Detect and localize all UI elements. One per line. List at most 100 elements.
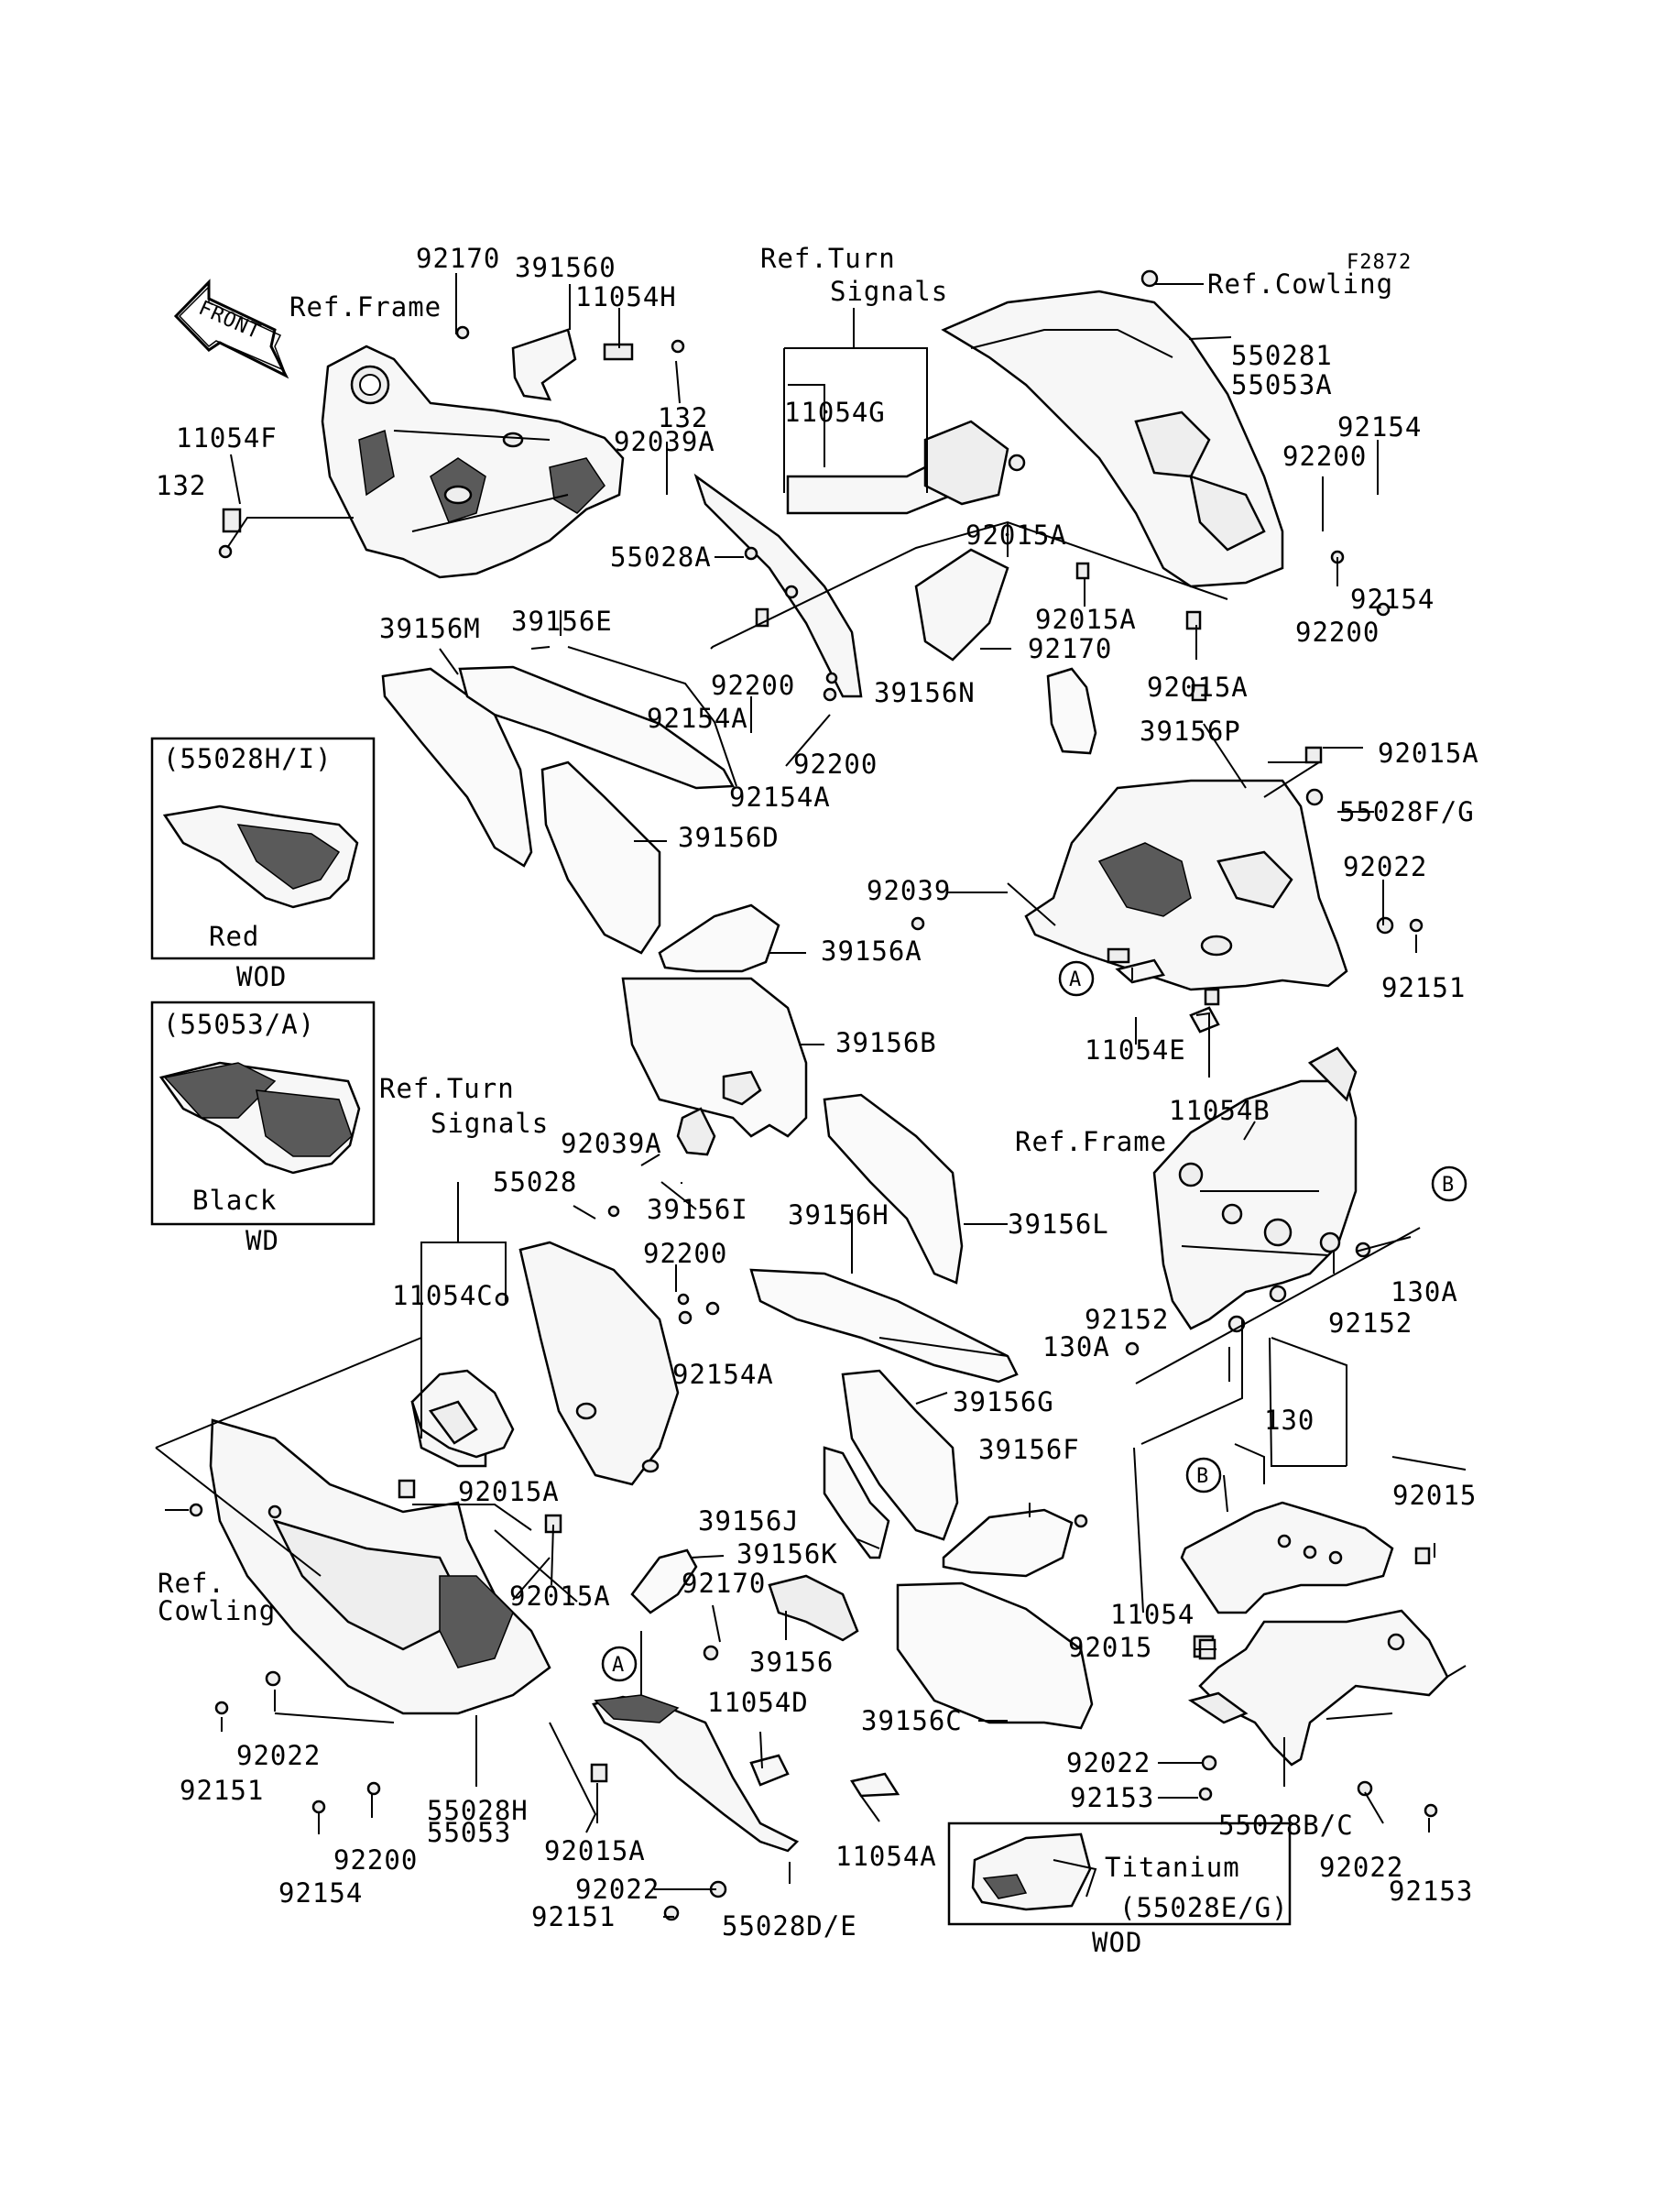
pad-39156F [942,1508,1074,1578]
svg-text:Titanium: Titanium [1105,1852,1240,1883]
svg-text:A: A [612,1654,625,1677]
part-label: 92015A [965,520,1067,551]
ref-turn-mid-label-2: Signals [431,1108,549,1139]
frame-right-illustration [1152,1046,1358,1333]
part-label: 39156L [1008,1209,1109,1240]
ref-frame-right-label: Ref.Frame [1015,1126,1167,1157]
bracket-391560-illustration [218,325,685,559]
part-label: 132 [156,470,206,501]
part-labels: 92170 391560 11054H 132 92039A 11054F 13… [156,243,1479,1942]
pad-39156K [630,1548,698,1614]
part-label: 130 [1264,1405,1315,1436]
side-cowl-55028-illustration [518,1241,680,1486]
part-label: 39156J [698,1505,800,1537]
part-label: 92015A [1035,604,1137,635]
part-label: 92200 [793,749,878,780]
part-label: 11054D [707,1687,809,1718]
part-label: 55028H [427,1795,529,1826]
part-label: 92022 [236,1740,321,1771]
ref-turn-top-label-1: Ref.Turn [760,243,896,274]
part-label: 92015A [509,1581,611,1612]
part-label: 92015A [1147,672,1249,703]
part-label: 92022 [1066,1747,1151,1778]
part-label: 39156C [861,1705,963,1736]
svg-text:WD: WD [245,1225,279,1256]
part-label: 39156F [978,1434,1080,1465]
callout-A-bottom: A [601,1646,638,1682]
ref-turn-mid-label-1: Ref.Turn [379,1073,515,1104]
part-label: 92200 [1295,617,1380,648]
part-label: 92039 [867,875,951,906]
part-label: 92200 [711,670,795,701]
svg-text:WOD: WOD [1092,1927,1142,1958]
part-label: 55028F/G [1339,796,1475,827]
svg-text:B: B [1196,1465,1209,1488]
part-label: 11054A [835,1841,937,1872]
part-label: 39156P [1140,716,1241,747]
callout-B-right: B [1431,1165,1467,1202]
part-label: 92154 [1350,584,1435,615]
pad-39156P [1046,667,1097,755]
bracket-11054-illustration [1180,1501,1394,1614]
lower-bracket-55028DE-illustration [592,1694,800,1853]
part-label: 39156B [835,1027,937,1058]
part-label: 92152 [1328,1307,1413,1339]
pads-illustration [381,665,1097,1730]
pad-39156C [896,1581,1094,1730]
part-label: 550281 [1231,340,1333,371]
part-label: 92154 [1337,411,1422,443]
part-label: 92152 [1085,1304,1169,1335]
part-label: 92154A [672,1359,774,1390]
part-label: 39156M [379,613,481,644]
lower-cowl-55028FG-illustration [1024,779,1348,991]
ref-turn-top-label-2: Signals [830,276,948,307]
part-label: 11054 [1110,1599,1195,1630]
part-label: 92153 [1389,1876,1473,1907]
pad-39156H [749,1268,1019,1384]
reference-labels: Ref.Frame Ref.Turn Signals Ref.Cowling R… [158,243,1392,1626]
part-label: 55053 [427,1817,511,1848]
pad-39156G [841,1369,959,1541]
pad-39156I [676,1107,716,1156]
part-label: 55053A [1231,369,1333,400]
part-label: 55028D/E [722,1910,857,1942]
svg-text:A: A [1069,968,1082,991]
inner-bracket-55028A-illustration [693,420,1026,698]
ref-frame-top-label: Ref.Frame [289,291,442,323]
part-label: 92200 [333,1844,418,1876]
part-label: 39156H [788,1199,889,1231]
part-label: 92154 [278,1877,363,1909]
part-label: 92015 [1392,1480,1477,1511]
part-label: 92151 [1381,972,1466,1003]
svg-text:(55028E/G): (55028E/G) [1119,1892,1289,1923]
part-label: 39156G [953,1386,1054,1417]
part-label: 39156K [736,1538,838,1570]
pad-39156B [621,977,808,1138]
pad-39156J [823,1446,890,1559]
fasteners-illustration [189,546,1438,1921]
pad-39156M [381,667,533,868]
part-label: 55028 [493,1166,577,1198]
upper-cowl-illustration [941,269,1284,588]
part-label: 11054E [1085,1034,1186,1066]
figure-code: F2872 [1347,251,1412,274]
part-label: 92039A [614,426,715,457]
part-label: 92154A [647,703,748,734]
pad-39156D [540,760,661,955]
part-label: 92170 [682,1568,766,1599]
part-label: 55028A [610,542,712,573]
svg-text:(55053/A): (55053/A) [163,1009,315,1040]
part-label: 11054G [784,397,886,428]
inset-black: (55053/A) Black WD [150,1001,376,1256]
inset-red: (55028H/I) Red WOD [150,737,376,992]
part-label: 92015A [1378,738,1479,769]
part-label: 55028B/C [1218,1810,1354,1841]
part-label: 130A [1391,1276,1458,1307]
svg-text:Red: Red [209,921,259,952]
part-label: 11054C [392,1280,494,1311]
pad-39156A [658,903,780,973]
part-label: 92039A [561,1128,662,1159]
part-label: 11054H [575,281,677,312]
svg-text:WOD: WOD [236,961,287,992]
